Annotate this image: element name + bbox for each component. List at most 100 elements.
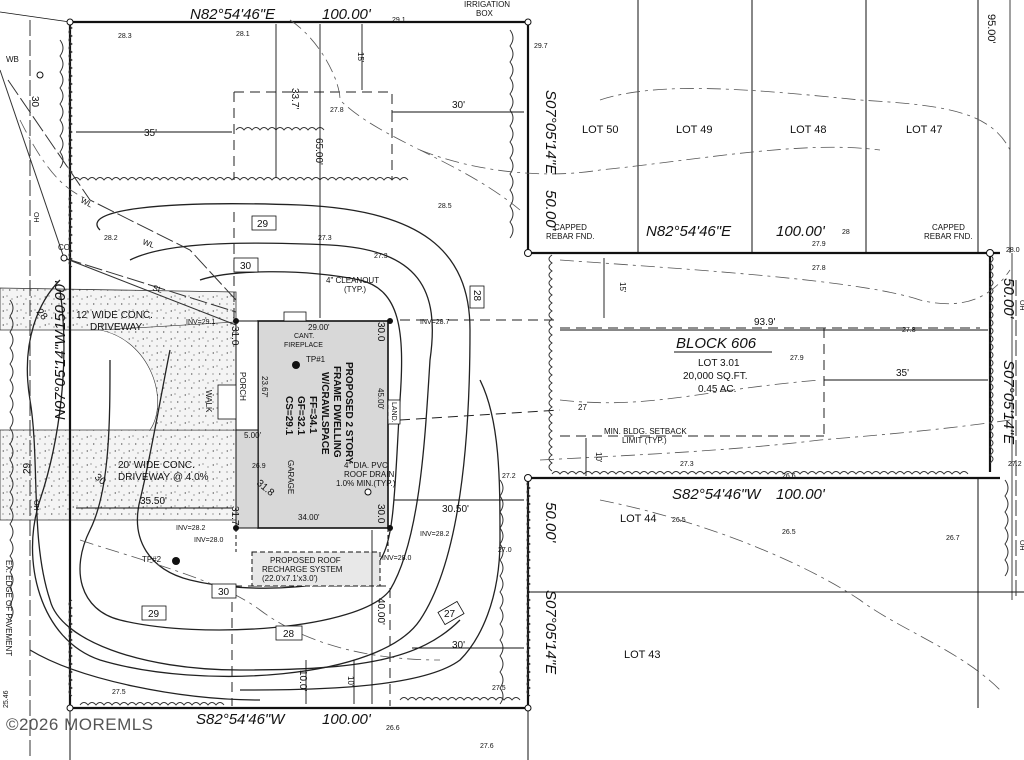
spot-27-3-c: 27.3 bbox=[680, 461, 694, 468]
wl-label-1: WL bbox=[79, 196, 94, 210]
oh-label-1: OH bbox=[32, 212, 39, 223]
dim-15-b: 15' bbox=[618, 282, 627, 293]
roof-drain-line bbox=[235, 321, 389, 552]
contour-30-c: 30 bbox=[29, 96, 40, 108]
contour-29-b: 29 bbox=[148, 609, 160, 620]
oh-label-3: OH bbox=[1018, 300, 1024, 311]
oh-label-2: OH bbox=[32, 500, 39, 511]
dim-30-b: 30' bbox=[452, 640, 465, 651]
spot-27-5-a: 27.5 bbox=[112, 689, 126, 696]
cleanout-2: (TYP.) bbox=[344, 285, 366, 294]
recharge-system bbox=[251, 551, 381, 587]
spot-27-0: 27.0 bbox=[498, 547, 512, 554]
proposed-dwelling bbox=[172, 311, 401, 587]
spot-27-2: 27.2 bbox=[1008, 461, 1022, 468]
wl-label-2: WL bbox=[141, 237, 156, 250]
spot-27-3-a: 27.3 bbox=[318, 235, 332, 242]
spot-27-9-b: 27.9 bbox=[790, 355, 804, 362]
dim-5: 5.00' bbox=[244, 431, 262, 440]
lot-50: LOT 50 bbox=[582, 124, 619, 136]
contour-29-a: 29 bbox=[257, 219, 269, 230]
bearing-top-dist: 100.00' bbox=[322, 6, 372, 23]
wb-label: WB bbox=[6, 55, 19, 64]
fireplace-2: FIREPLACE bbox=[284, 342, 323, 349]
spot-26-6-a: 26.6 bbox=[782, 473, 796, 480]
dim-34: 34.00' bbox=[298, 513, 320, 522]
oh-label-4: OH bbox=[1018, 540, 1024, 551]
pavement-label: EX. EDGE OF PAVEMENT bbox=[4, 560, 13, 656]
spot-27-9-a: 27.9 bbox=[812, 241, 826, 248]
pvc-2: ROOF DRAIN bbox=[344, 470, 394, 479]
dashed-contours bbox=[19, 19, 1011, 691]
inv-28-7: INV=28.7 bbox=[420, 319, 449, 326]
driveway-20-2: DRIVEWAY @ 4.0% bbox=[118, 472, 209, 483]
dim-35-b: 35' bbox=[896, 368, 909, 379]
far-right-dist: 95.00' bbox=[985, 14, 997, 44]
dim-35-a: 35' bbox=[144, 128, 157, 139]
bearing-left-dist: 150.00' bbox=[52, 280, 69, 330]
dwelling-line3: W/CRAWLSPACE bbox=[319, 372, 330, 455]
bearing-bottom: S82°54'46"W bbox=[196, 711, 286, 728]
recharge-2: RECHARGE SYSTEM bbox=[262, 565, 343, 574]
block-name: BLOCK 606 bbox=[676, 335, 757, 352]
driveways bbox=[0, 287, 237, 521]
bearing-right-lower: S07°05'14"E bbox=[542, 590, 559, 675]
contour-30-a: 30 bbox=[240, 261, 252, 272]
dwelling-ff: FF=34.1 bbox=[307, 396, 318, 434]
setback-2: LIMIT (TYP.) bbox=[622, 436, 667, 445]
pvc-3: 1.0% MIN.(TYP.) bbox=[336, 479, 396, 488]
irrigation-box-2: BOX bbox=[476, 9, 494, 18]
dim-93-9: 93.9' bbox=[754, 317, 775, 328]
spot-26-5-a: 26.5 bbox=[672, 517, 686, 524]
spot-28-3: 28.3 bbox=[118, 33, 132, 40]
sl-label: SL bbox=[151, 283, 164, 295]
bearing-top: N82°54'46"E bbox=[190, 6, 276, 23]
spot-27-8-a: 27.8 bbox=[330, 107, 344, 114]
dwelling-cs: CS=29.1 bbox=[283, 396, 294, 436]
lot-43: LOT 43 bbox=[624, 649, 661, 661]
spot-26-7: 26.7 bbox=[946, 535, 960, 542]
capped-rebar-1b: REBAR FND. bbox=[546, 232, 594, 241]
walk-label: WALK bbox=[204, 390, 213, 413]
dim-30-50: 30.50' bbox=[442, 504, 469, 515]
setback-1: MIN. BLDG. SETBACK bbox=[604, 427, 687, 436]
watermark: ©2026 MOREMLS bbox=[6, 715, 154, 734]
dimension-lines bbox=[76, 24, 988, 704]
bearing-bottom-dist: 100.00' bbox=[322, 711, 372, 728]
test-pit-1 bbox=[292, 361, 300, 369]
spot-26-9: 26.9 bbox=[252, 463, 266, 470]
spot-28-5: 28.5 bbox=[438, 203, 452, 210]
contour-30-b: 30 bbox=[218, 587, 230, 598]
recharge-3: (22.0'x7.1'x3.0') bbox=[262, 574, 318, 583]
inv-28-0-a: INV=28.0 bbox=[194, 537, 223, 544]
spot-28-2: 28.2 bbox=[104, 235, 118, 242]
inv-28-2-a: INV=28.2 bbox=[176, 525, 205, 532]
spot-27-5-b: 27.5 bbox=[492, 685, 506, 692]
lot-48: LOT 48 bbox=[790, 124, 827, 136]
spot-26-5-b: 26.5 bbox=[782, 529, 796, 536]
block-lot: LOT 3.01 bbox=[698, 358, 740, 369]
driveway-12-1: 12' WIDE CONC. bbox=[76, 310, 153, 321]
dwelling-line1: PROPOSED 2 STORY bbox=[343, 362, 354, 464]
inv-29-1: INV=29.1 bbox=[186, 319, 215, 326]
bearing-right-upper-dist: 50.00' bbox=[542, 190, 559, 232]
dim-31-7: 31.7 bbox=[229, 506, 240, 526]
spot-29-1: 29.1 bbox=[392, 17, 406, 24]
recharge-1: PROPOSED ROOF bbox=[270, 556, 341, 565]
dim-30-0-b: 30.0 bbox=[375, 504, 386, 524]
lot-44: LOT 44 bbox=[620, 513, 657, 525]
bearing-block-right: S07°05'14"E bbox=[1000, 360, 1017, 445]
block-sqft: 20,000 SQ.FT. bbox=[683, 371, 747, 382]
dim-15-a: 15' bbox=[356, 52, 365, 63]
dim-31-0: 31.0 bbox=[229, 326, 240, 346]
capped-rebar-2a: CAPPED bbox=[932, 223, 965, 232]
contour-29-c: 29 bbox=[22, 462, 33, 474]
dim-65: 65.00' bbox=[313, 138, 324, 165]
dim-45: 45.00' bbox=[376, 388, 385, 410]
porch-label: PORCH bbox=[238, 372, 247, 401]
bearing-right-lower-dist: 50.00' bbox=[542, 502, 559, 544]
spot-25-46: 25.46 bbox=[3, 690, 10, 708]
inv-28-0-b: INV=28.0 bbox=[382, 555, 411, 562]
capped-rebar-1a: CAPPED bbox=[554, 223, 587, 232]
